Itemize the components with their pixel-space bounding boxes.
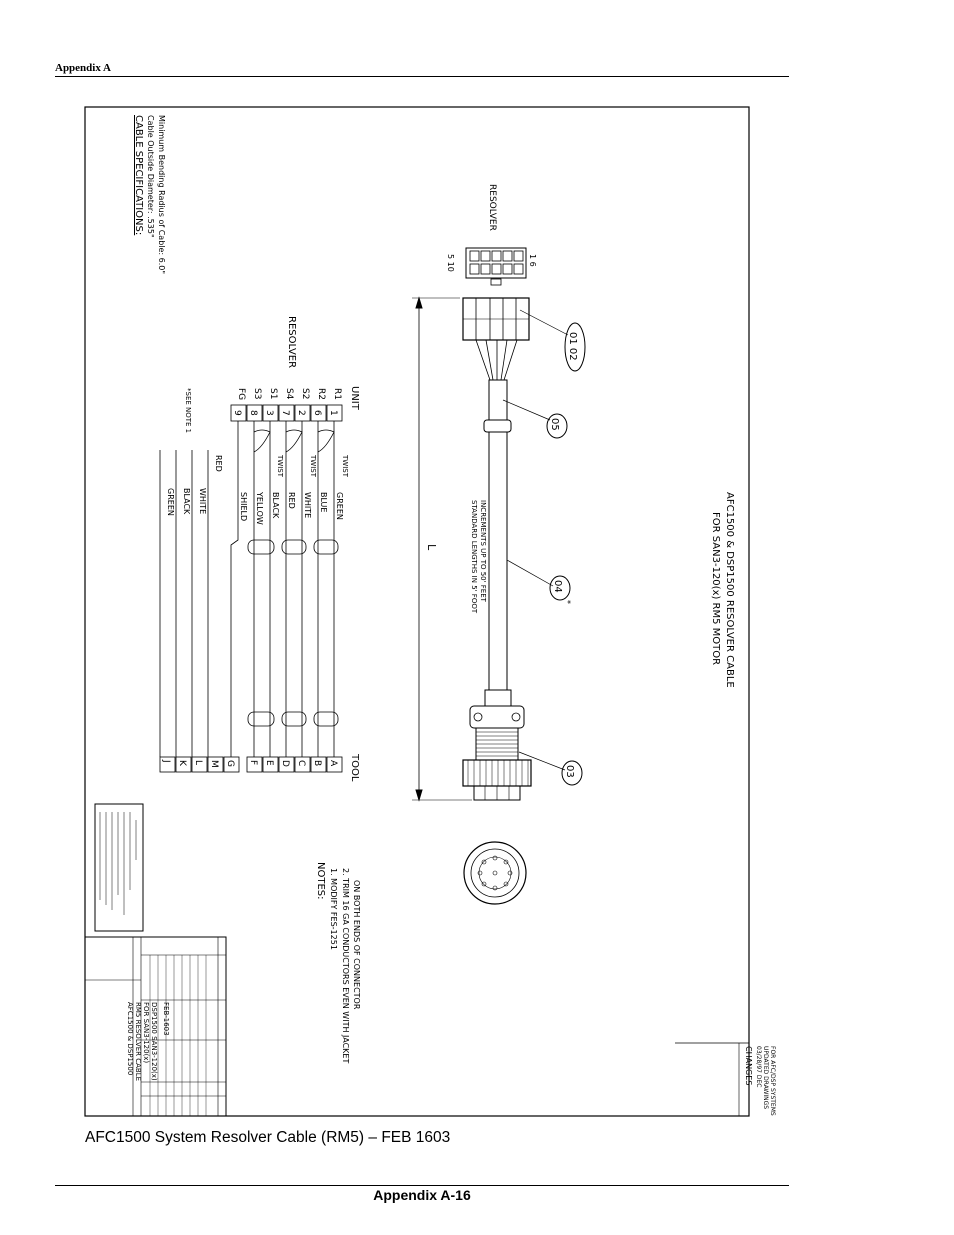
svg-text:TWIST: TWIST xyxy=(341,454,349,478)
svg-text:SHIELD: SHIELD xyxy=(239,492,248,521)
callout-03: 03 xyxy=(518,751,583,786)
svg-text:AFC1500 & DSP1500: AFC1500 & DSP1500 xyxy=(126,1002,134,1075)
figure-caption: AFC1500 System Resolver Cable (RM5) – FE… xyxy=(85,1129,451,1146)
svg-text:1. MODIFY FES-1251: 1. MODIFY FES-1251 xyxy=(329,868,338,950)
svg-text:3: 3 xyxy=(264,410,274,416)
svg-text:B: B xyxy=(312,760,322,766)
svg-text:CHANGES: CHANGES xyxy=(744,1046,753,1085)
proprietary-notice-box xyxy=(94,803,144,932)
svg-text:2. TRIM 16 GA CONDUCTORS EVEN: 2. TRIM 16 GA CONDUCTORS EVEN WITH JACKE… xyxy=(341,868,350,1063)
svg-text:FOR SAN3-120(x) RM5 MOTOR: FOR SAN3-120(x) RM5 MOTOR xyxy=(710,512,721,665)
standard-lengths-note: STANDARD LENGTHS IN 5' FOOT INCREMENTS U… xyxy=(470,500,487,614)
tool-header: TOOL xyxy=(349,753,360,782)
svg-text:CABLE SPECIFICATIONS:: CABLE SPECIFICATIONS: xyxy=(133,115,144,235)
svg-text:05: 05 xyxy=(549,418,560,431)
svg-text:INCREMENTS UP TO 50' FEET: INCREMENTS UP TO 50' FEET xyxy=(479,500,487,603)
svg-text:8: 8 xyxy=(248,410,258,416)
length-dimension xyxy=(412,296,472,802)
drawing-border xyxy=(84,106,750,1117)
svg-text:L: L xyxy=(193,760,203,765)
length-label: L xyxy=(425,544,438,551)
svg-text:Minimum Bending Radius of Cabl: Minimum Bending Radius of Cable: 6.0" xyxy=(157,115,166,274)
svg-text:S4: S4 xyxy=(284,388,294,400)
callout-04: 04 * xyxy=(506,559,572,604)
svg-text:NOTES:: NOTES: xyxy=(315,862,326,900)
wiring-diagram: UNIT TOOL RESOLVER *SEE NOTE 1 R1 R2 S2 … xyxy=(159,316,360,782)
svg-text:C: C xyxy=(296,760,306,766)
svg-text:Cable Outside Diameter: .535": Cable Outside Diameter: .535" xyxy=(146,115,155,238)
svg-text:9: 9 xyxy=(232,410,242,416)
svg-text:A: A xyxy=(328,760,338,767)
cable-specifications: CABLE SPECIFICATIONS: Cable Outside Diam… xyxy=(133,115,166,274)
svg-text:J: J xyxy=(161,759,171,763)
footer-page-label: Appendix A-16 xyxy=(373,1187,471,1203)
svg-text:FG: FG xyxy=(236,388,246,400)
connector-end-view xyxy=(463,841,527,905)
svg-text:BLACK: BLACK xyxy=(271,492,280,519)
changes-block: CHANGES 03/28/97 DEC UPDATED DRAWINGS FO… xyxy=(675,1042,776,1116)
svg-text:01 02: 01 02 xyxy=(567,332,578,361)
svg-text:M: M xyxy=(209,760,219,768)
drawing-title: AFC1500 & DSP1500 RESOLVER CABLE FOR SAN… xyxy=(710,492,735,688)
resolver-side-label: RESOLVER xyxy=(286,316,297,368)
svg-text:DSP1500 SAN3-120(x): DSP1500 SAN3-120(x) xyxy=(150,1002,158,1081)
svg-text:RED: RED xyxy=(287,492,296,509)
svg-text:S1: S1 xyxy=(268,388,278,399)
svg-text:S3: S3 xyxy=(252,388,262,399)
svg-text:FOR SAN3-120(x): FOR SAN3-120(x) xyxy=(142,1002,150,1063)
svg-text:E: E xyxy=(264,760,274,766)
unit-header: UNIT xyxy=(349,386,360,411)
pin-label-top: 1 6 xyxy=(528,254,537,267)
callout-01-02: 01 02 xyxy=(519,309,586,372)
svg-text:TWIST: TWIST xyxy=(276,454,284,478)
svg-text:S2: S2 xyxy=(300,388,310,399)
svg-text:WHITE: WHITE xyxy=(303,492,312,518)
svg-text:TWIST: TWIST xyxy=(309,454,317,478)
svg-text:R1: R1 xyxy=(332,388,342,400)
header-section-label: Appendix A xyxy=(55,62,111,74)
svg-text:WHITE: WHITE xyxy=(198,488,207,514)
svg-text:AFC1500 & DSP1500 RESOLVER CAB: AFC1500 & DSP1500 RESOLVER CABLE xyxy=(724,492,735,688)
header-rule xyxy=(55,76,789,77)
svg-text:UPDATED DRAWINGS: UPDATED DRAWINGS xyxy=(762,1046,769,1109)
callout-05: 05 xyxy=(502,399,568,439)
cable-side-view xyxy=(462,297,532,801)
svg-text:GREEN: GREEN xyxy=(335,492,344,520)
svg-text:F: F xyxy=(248,760,258,765)
pin-label-bottom: 5 10 xyxy=(446,254,455,272)
svg-text:BLACK: BLACK xyxy=(182,488,191,515)
resolver-label: RESOLVER xyxy=(487,184,497,231)
svg-text:RM5 RESOLVER CABLE: RM5 RESOLVER CABLE xyxy=(134,1002,142,1081)
svg-text:FOR AFC/DSP SYSTEMS: FOR AFC/DSP SYSTEMS xyxy=(769,1046,776,1116)
svg-text:04: 04 xyxy=(552,580,563,593)
svg-text:*: * xyxy=(563,600,572,604)
svg-text:K: K xyxy=(177,760,187,767)
footer-rule xyxy=(55,1185,789,1186)
svg-text:BLUE: BLUE xyxy=(319,492,328,512)
svg-text:YELLOW: YELLOW xyxy=(255,491,264,525)
svg-text:STANDARD LENGTHS IN 5' FOOT: STANDARD LENGTHS IN 5' FOOT xyxy=(470,500,478,614)
svg-text:RED: RED xyxy=(214,455,223,472)
title-block: AFC1500 & DSP1500 RM5 RESOLVER CABLE FOR… xyxy=(84,936,227,1117)
svg-text:2: 2 xyxy=(296,410,306,416)
svg-text:D: D xyxy=(280,760,290,767)
svg-text:03/28/97 DEC: 03/28/97 DEC xyxy=(755,1046,762,1087)
svg-text:G: G xyxy=(225,760,235,767)
resolver-connector-face: RESOLVER 1 6 5 10 xyxy=(446,184,537,286)
svg-text:1: 1 xyxy=(328,410,338,416)
svg-text:GREEN: GREEN xyxy=(166,488,175,516)
svg-text:7: 7 xyxy=(280,410,290,416)
svg-text:ON BOTH ENDS OF CONNECTOR: ON BOTH ENDS OF CONNECTOR xyxy=(352,880,361,1010)
svg-text:R2: R2 xyxy=(316,388,326,400)
svg-text:6: 6 xyxy=(312,410,322,416)
svg-text:03: 03 xyxy=(564,765,575,778)
notes-block: NOTES: 1. MODIFY FES-1251 2. TRIM 16 GA … xyxy=(315,862,361,1063)
svg-text:FEB-1603: FEB-1603 xyxy=(162,1002,170,1036)
see-note-label: *SEE NOTE 1 xyxy=(184,388,192,433)
